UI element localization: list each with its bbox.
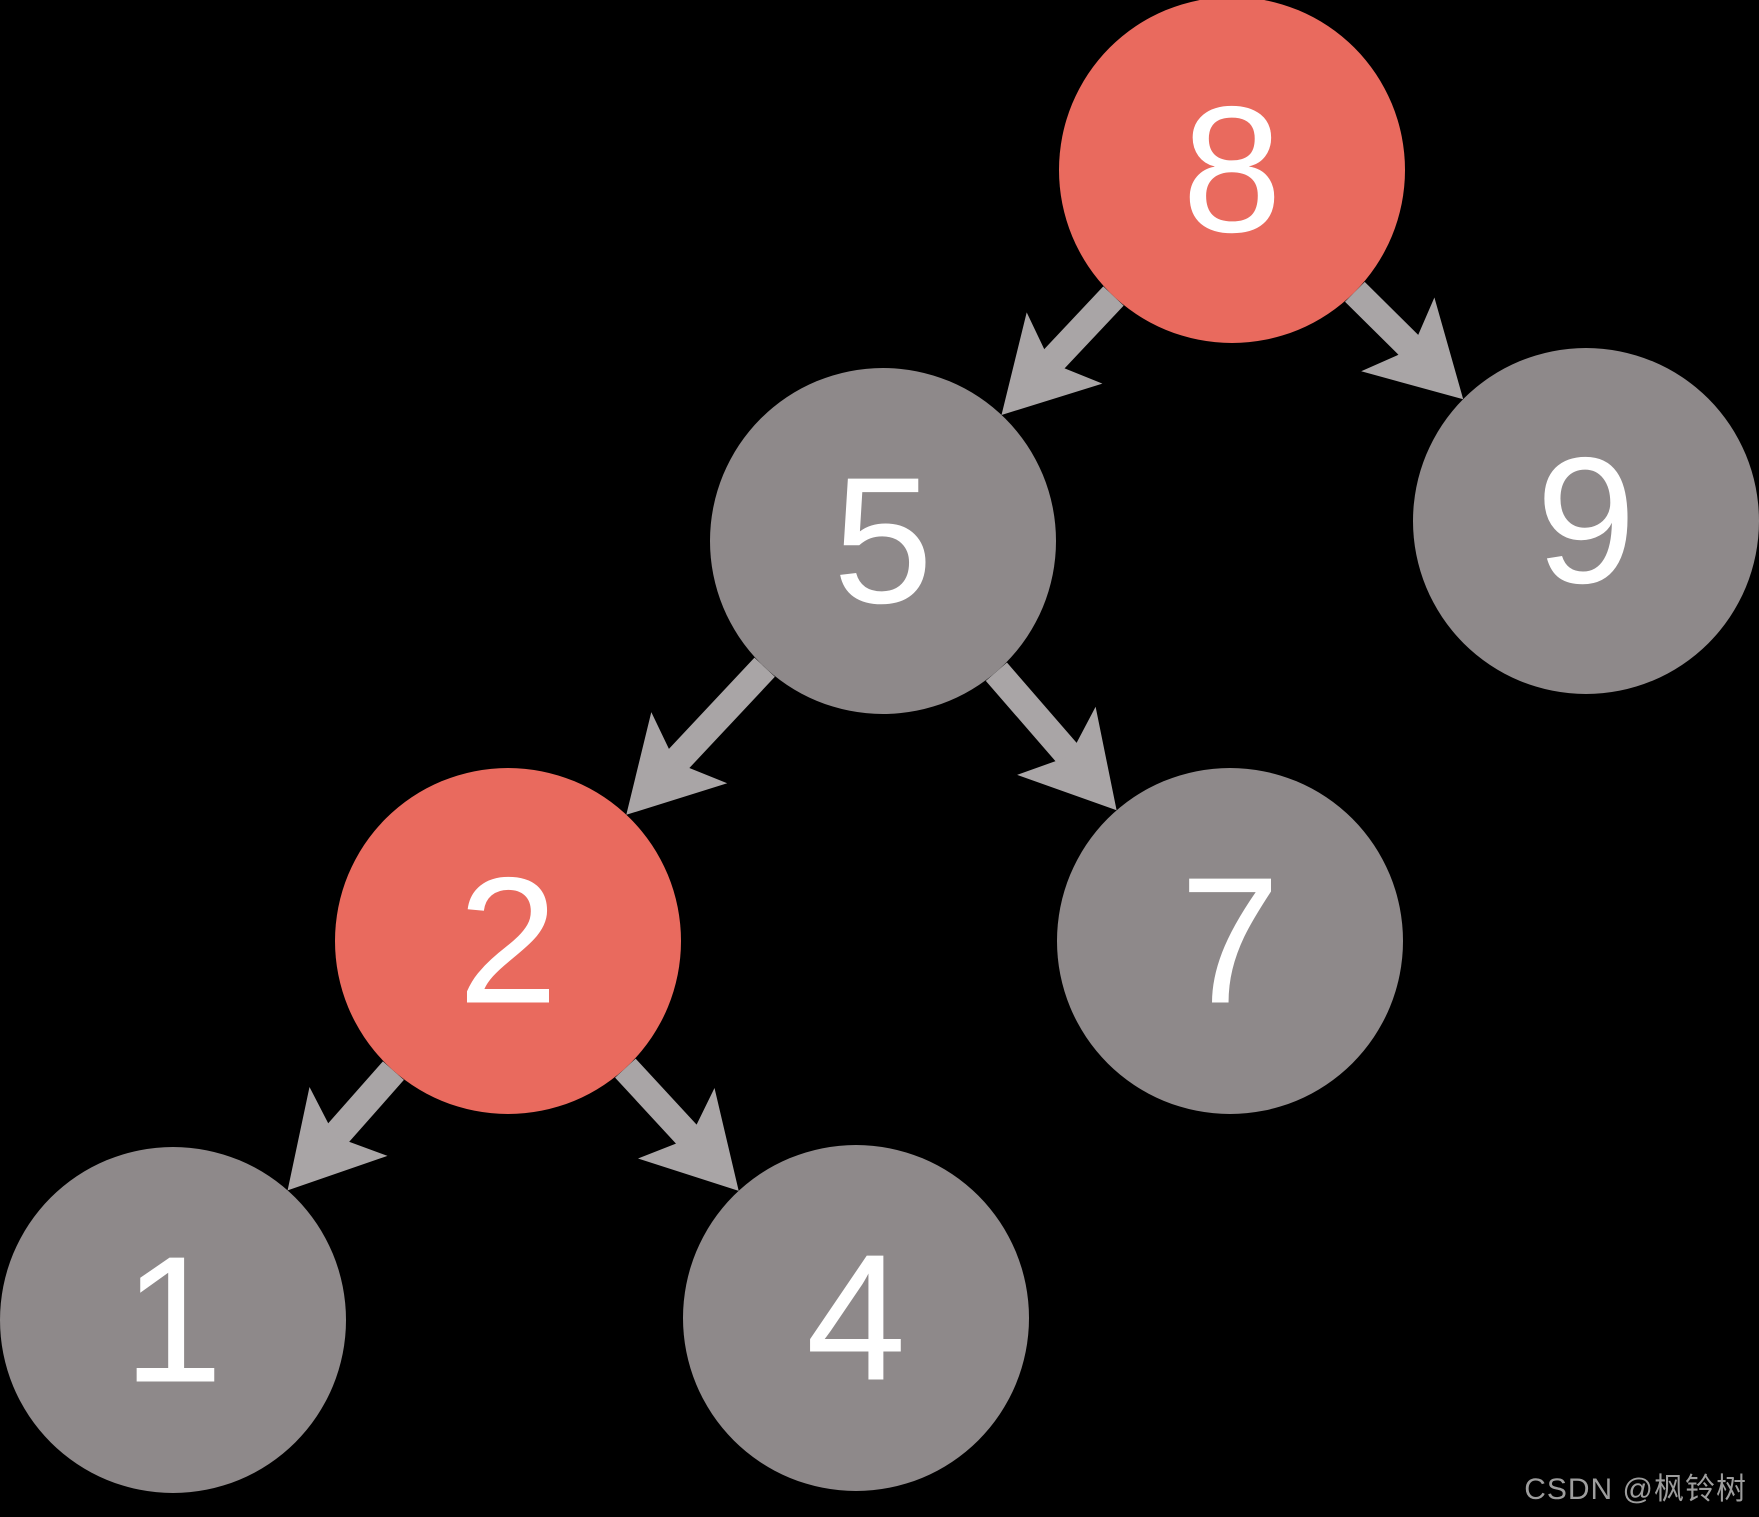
tree-node-7: 7 — [1057, 768, 1403, 1114]
edge-2-to-1 — [287, 1061, 404, 1191]
tree-node-1: 1 — [0, 1147, 346, 1493]
tree-node-circle-8 — [1059, 0, 1405, 343]
tree-node-label-7: 7 — [1180, 841, 1280, 1042]
edge-shaft — [660, 657, 775, 778]
tree-node-4: 4 — [683, 1145, 1029, 1491]
edge-arrowhead-icon — [287, 1087, 388, 1191]
edge-arrowhead-icon — [626, 712, 728, 815]
tree-node-label-2: 2 — [458, 841, 558, 1042]
edge-8-to-5 — [1001, 286, 1124, 415]
tree-node-circle-9 — [1413, 348, 1759, 694]
edge-arrowhead-icon — [1017, 706, 1117, 811]
edges-layer — [287, 281, 1464, 1191]
edge-shaft — [1035, 286, 1124, 378]
edge-2-to-4 — [615, 1058, 739, 1191]
edge-shaft — [319, 1061, 404, 1152]
tree-node-circle-4 — [683, 1145, 1029, 1491]
edge-5-to-2 — [626, 657, 775, 815]
tree-node-label-9: 9 — [1536, 421, 1636, 622]
tree-node-8: 8 — [1059, 0, 1405, 343]
tree-node-9: 9 — [1413, 348, 1759, 694]
edge-arrowhead-icon — [638, 1088, 739, 1191]
tree-node-label-1: 1 — [123, 1220, 223, 1421]
edge-shaft — [1344, 281, 1428, 364]
tree-node-2: 2 — [335, 768, 681, 1114]
edge-shaft — [615, 1058, 706, 1154]
tree-node-label-5: 5 — [833, 441, 933, 642]
tree-node-circle-7 — [1057, 768, 1403, 1114]
edge-5-to-7 — [985, 662, 1117, 811]
edge-arrowhead-icon — [1001, 312, 1103, 415]
tree-node-label-8: 8 — [1182, 70, 1282, 271]
edge-arrowhead-icon — [1361, 297, 1464, 400]
edge-shaft — [985, 662, 1086, 771]
tree-node-circle-2 — [335, 768, 681, 1114]
watermark: CSDN @枫铃树 — [1524, 1473, 1747, 1506]
tree-node-circle-5 — [710, 368, 1056, 714]
tree-node-5: 5 — [710, 368, 1056, 714]
tree-node-circle-1 — [0, 1147, 346, 1493]
tree-node-label-4: 4 — [806, 1218, 906, 1419]
edge-8-to-9 — [1344, 281, 1464, 400]
